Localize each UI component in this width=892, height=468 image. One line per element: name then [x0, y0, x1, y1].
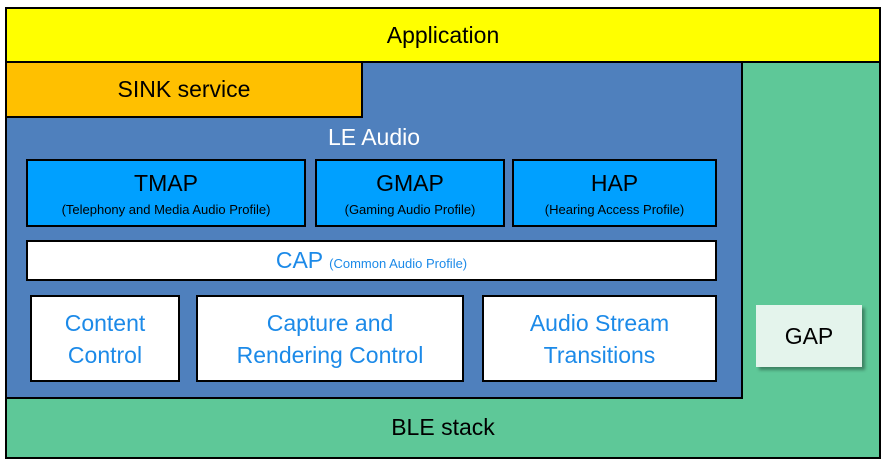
- profile-name: TMAP: [134, 169, 198, 196]
- profile-gmap: GMAP (Gaming Audio Profile): [315, 159, 505, 227]
- service-label-line2: Rendering Control: [236, 341, 424, 368]
- profile-tmap: TMAP (Telephony and Media Audio Profile): [26, 159, 306, 227]
- service-label-line1: Audio Stream: [529, 309, 670, 336]
- ble-stack-block: BLE stack: [5, 396, 881, 459]
- cap-block: CAP (Common Audio Profile): [26, 240, 717, 281]
- service-label-line1: Capture and: [266, 309, 394, 336]
- application-label: Application: [386, 21, 500, 48]
- profile-hap: HAP (Hearing Access Profile): [512, 159, 717, 227]
- service-capture-rendering-control: Capture and Rendering Control: [196, 295, 464, 382]
- ble-stack-label: BLE stack: [391, 414, 495, 440]
- profile-name: GMAP: [376, 169, 444, 196]
- service-label-line2: Control: [67, 341, 143, 368]
- cap-name: CAP: [275, 247, 324, 273]
- gap-label: GAP: [784, 322, 834, 349]
- profile-full-name: (Gaming Audio Profile): [344, 201, 476, 217]
- gap-block: GAP: [756, 305, 862, 367]
- application-block: Application: [5, 7, 881, 63]
- service-label-line1: Content: [64, 309, 146, 336]
- profile-full-name: (Hearing Access Profile): [544, 201, 685, 217]
- service-content-control: Content Control: [30, 295, 180, 382]
- sink-service-label: SINK service: [117, 76, 251, 102]
- service-audio-stream-transitions: Audio Stream Transitions: [482, 295, 717, 382]
- le-audio-title: LE Audio: [327, 124, 421, 150]
- profile-name: HAP: [590, 169, 639, 196]
- profile-full-name: (Telephony and Media Audio Profile): [61, 201, 271, 217]
- sink-service-block: SINK service: [5, 61, 363, 118]
- service-label-line2: Transitions: [543, 341, 656, 368]
- cap-full-name: (Common Audio Profile): [329, 256, 468, 271]
